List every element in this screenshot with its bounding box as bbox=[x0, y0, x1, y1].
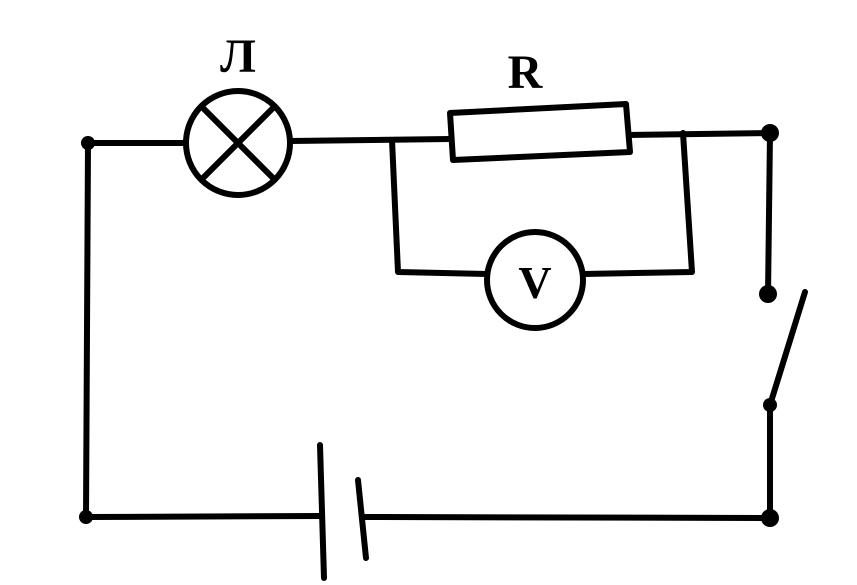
junction-dot bbox=[81, 136, 95, 150]
junction-dot bbox=[79, 510, 93, 524]
wire-voltmeter-right bbox=[580, 130, 695, 277]
lamp-label: Л bbox=[220, 30, 256, 83]
switch-lever bbox=[767, 289, 808, 408]
junction-dot bbox=[761, 509, 779, 527]
voltmeter-label: V bbox=[518, 257, 551, 308]
wire-bottom-right bbox=[359, 514, 773, 521]
wire-bottom-left bbox=[83, 513, 325, 520]
voltmeter-symbol bbox=[484, 229, 586, 331]
wire-voltmeter-left bbox=[389, 137, 490, 277]
wire-left bbox=[83, 140, 91, 520]
wire-right-upper bbox=[765, 130, 773, 298]
battery-long-plate bbox=[317, 442, 327, 581]
wire-lamp-resistor bbox=[287, 136, 453, 144]
wire-top-right bbox=[627, 130, 773, 138]
lamp-symbol bbox=[183, 88, 293, 198]
junction-dot bbox=[761, 124, 779, 142]
switch-contact-top bbox=[759, 285, 777, 303]
resistor-label: R bbox=[508, 46, 544, 99]
resistor-symbol bbox=[447, 101, 633, 163]
